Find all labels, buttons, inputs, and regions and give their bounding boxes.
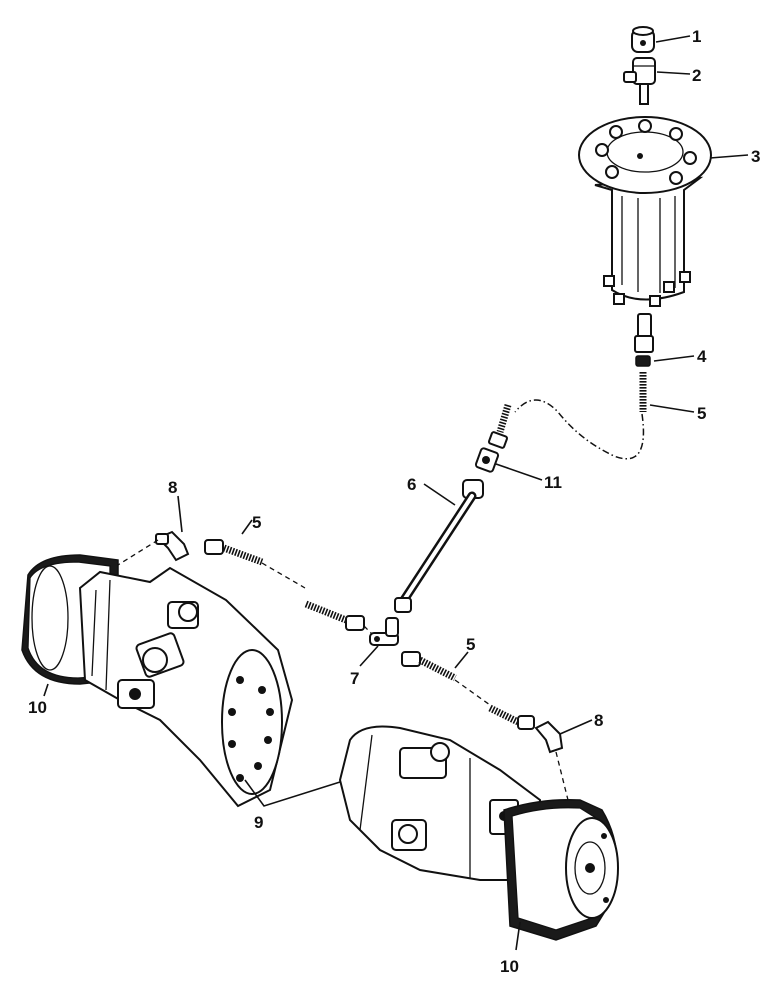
part-3-reservoir-housing[interactable] bbox=[578, 116, 712, 307]
callout-1: 1 bbox=[692, 27, 701, 46]
callout-5-right: 5 bbox=[466, 635, 475, 654]
hose-end-left-lower[interactable] bbox=[304, 600, 365, 631]
part-4-nut[interactable] bbox=[635, 355, 651, 367]
part-9-motor-left[interactable] bbox=[78, 566, 294, 808]
housing-outlet-stem[interactable] bbox=[634, 313, 654, 353]
connection-line-right-motor bbox=[555, 751, 569, 801]
hose-line-right bbox=[454, 679, 491, 706]
hose-end-right-lower[interactable] bbox=[488, 704, 535, 730]
callout-4: 4 bbox=[697, 347, 707, 366]
callout-10-left: 10 bbox=[28, 698, 47, 717]
callout-8-left: 8 bbox=[168, 478, 177, 497]
callout-labels: 1 2 3 4 5 11 6 8 5 5 7 8 10 9 10 bbox=[28, 27, 760, 976]
callout-5-left: 5 bbox=[252, 513, 261, 532]
callout-2: 2 bbox=[692, 66, 701, 85]
part-8-elbow-right[interactable] bbox=[534, 720, 564, 754]
callout-9: 9 bbox=[254, 813, 263, 832]
hose-line bbox=[514, 399, 645, 460]
callout-8-right: 8 bbox=[594, 711, 603, 730]
part-8-elbow-left[interactable] bbox=[155, 530, 190, 562]
part-5-hose-end-left[interactable] bbox=[204, 539, 264, 566]
hose-line-left-top bbox=[261, 562, 306, 589]
callout-10-right: 10 bbox=[500, 957, 519, 976]
part-5-hose-end-right[interactable] bbox=[401, 651, 457, 682]
callout-5-top: 5 bbox=[697, 404, 706, 423]
leader-lines bbox=[43, 35, 749, 951]
part-1-cap-fitting[interactable] bbox=[631, 26, 655, 53]
callout-3: 3 bbox=[751, 147, 760, 166]
callout-6: 6 bbox=[407, 475, 416, 494]
callout-7: 7 bbox=[350, 669, 359, 688]
callout-11: 11 bbox=[544, 473, 562, 492]
part-7-tee-fitting[interactable] bbox=[369, 617, 399, 646]
part-11-adapter-fitting[interactable] bbox=[474, 404, 512, 473]
hose-line-left-bottom bbox=[363, 625, 373, 635]
part-9-motor-right[interactable] bbox=[338, 725, 541, 881]
part-10-brake-housing-right[interactable] bbox=[503, 798, 619, 941]
part-6-tube[interactable] bbox=[394, 479, 484, 613]
part-2-valve-body[interactable] bbox=[623, 57, 656, 105]
